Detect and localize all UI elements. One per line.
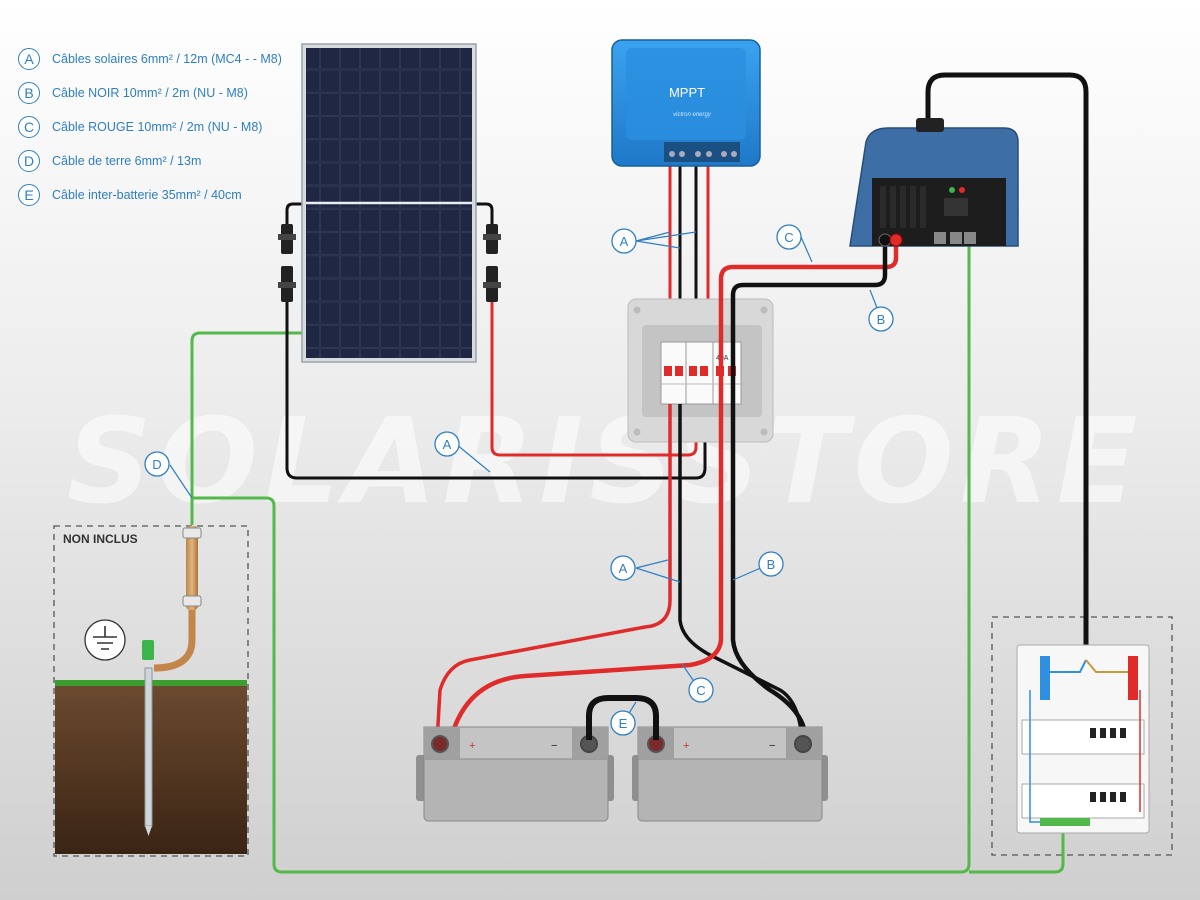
callouts: A C B A D A B	[144, 224, 894, 736]
earth-wire-panelboard	[969, 822, 1065, 874]
distribution-board	[1016, 644, 1150, 834]
inverter-wires	[447, 245, 899, 743]
callout-a-top: A	[611, 228, 637, 254]
legend-letter-d: D	[18, 150, 40, 172]
ground-copper-wire	[153, 600, 196, 672]
panel-leads	[285, 202, 707, 480]
legend-text-b: Câble NOIR 10mm² / 2m (NU - M8)	[52, 86, 248, 100]
non-inclus-label: NON INCLUS	[63, 532, 138, 546]
solar-panel	[301, 43, 477, 363]
svg-text:D: D	[152, 457, 161, 472]
panel-negative-lead	[285, 302, 707, 480]
mc4-connectors	[278, 224, 501, 302]
legend-letter-a: A	[18, 48, 40, 70]
callout-c-battery: C	[688, 677, 714, 703]
earth-wire-panel	[190, 331, 305, 525]
callout-b-battery: B	[758, 551, 784, 577]
battery-right-plus: +	[683, 740, 689, 752]
battery-left-minus: −	[551, 740, 557, 752]
legend-text-d: Câble de terre 6mm² / 13m	[52, 154, 202, 168]
inverter-positive-wire	[447, 245, 899, 743]
legend-letter-b: B	[18, 82, 40, 104]
breaker-enclosure: 40A	[627, 298, 774, 443]
svg-text:A: A	[443, 437, 452, 452]
mppt-label: MPPT	[669, 85, 705, 100]
callout-d: D	[144, 451, 170, 477]
callout-b-top: B	[868, 306, 894, 332]
mppt-brand: victron energy	[673, 112, 712, 118]
callout-a-panel: A	[434, 431, 460, 457]
breaker-modules	[660, 341, 742, 405]
earth-wires	[190, 245, 1065, 874]
svg-text:A: A	[619, 561, 628, 576]
svg-text:B: B	[877, 312, 886, 327]
legend-letter-c: C	[18, 116, 40, 138]
callout-a-battery: A	[610, 555, 636, 581]
legend-row-d: D Câble de terre 6mm² / 13m	[18, 144, 282, 178]
earth-wire-main	[192, 245, 971, 874]
svg-text:C: C	[696, 683, 705, 698]
legend-row-c: C Câble ROUGE 10mm² / 2m (NU - M8)	[18, 110, 282, 144]
battery-right: + −	[632, 726, 828, 822]
ground-rod	[55, 526, 247, 854]
inverter	[849, 118, 1019, 247]
legend-text-e: Câble inter-batterie 35mm² / 40cm	[52, 188, 242, 202]
ground-rod-bar	[144, 667, 153, 827]
svg-text:E: E	[619, 716, 628, 731]
panel-positive-lead	[490, 302, 698, 457]
legend-row-b: B Câble NOIR 10mm² / 2m (NU - M8)	[18, 76, 282, 110]
earth-symbol-icon	[84, 619, 126, 661]
svg-text:A: A	[620, 234, 629, 249]
mppt-controller: MPPT victron energy	[611, 39, 761, 167]
legend: A Câbles solaires 6mm² / 12m (MC4 - - M8…	[18, 42, 282, 212]
inter-battery-cable	[586, 695, 659, 740]
battery-left-plus: +	[469, 740, 475, 752]
distribution-box	[991, 616, 1173, 856]
battery-left: + −	[416, 726, 614, 822]
battery-right-minus: −	[769, 740, 775, 752]
ground-clamp	[142, 640, 154, 660]
ac-cable	[925, 72, 1089, 655]
svg-text:B: B	[767, 557, 776, 572]
legend-row-e: E Câble inter-batterie 35mm² / 40cm	[18, 178, 282, 212]
legend-letter-e: E	[18, 184, 40, 206]
battery-positive-wire	[435, 404, 672, 743]
inverter-negative-wire	[730, 245, 888, 743]
ground-box	[53, 525, 249, 857]
legend-text-a: Câbles solaires 6mm² / 12m (MC4 - - M8)	[52, 52, 282, 66]
legend-text-c: Câble ROUGE 10mm² / 2m (NU - M8)	[52, 120, 263, 134]
svg-text:C: C	[784, 230, 793, 245]
legend-row-a: A Câbles solaires 6mm² / 12m (MC4 - - M8…	[18, 42, 282, 76]
callout-c-top: C	[776, 224, 802, 250]
ground-connector	[186, 526, 198, 610]
callout-e: E	[610, 710, 636, 736]
